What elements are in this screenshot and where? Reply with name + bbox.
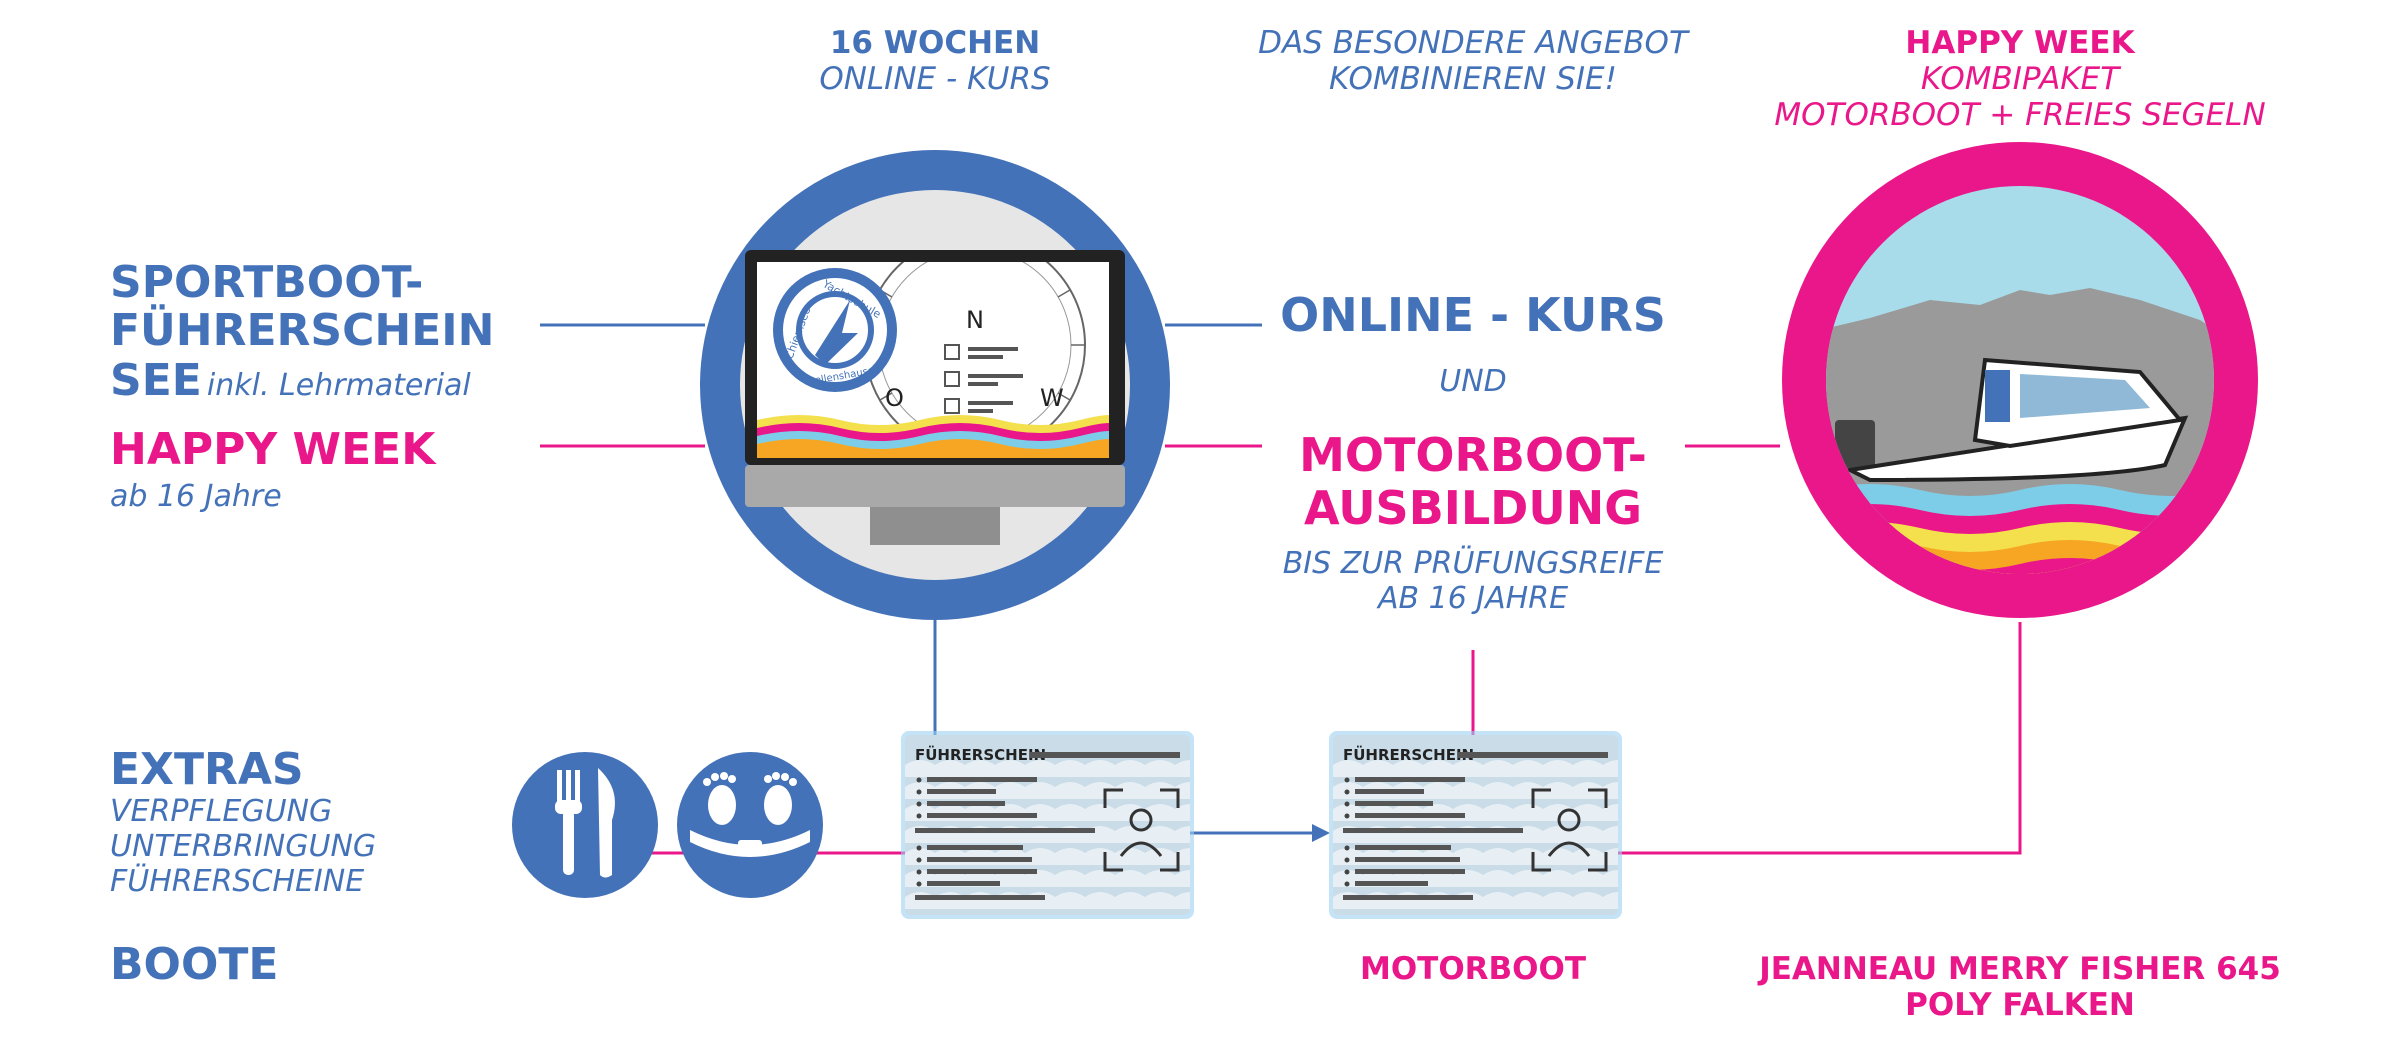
line-boat-down <box>1618 622 2022 855</box>
monitor-circle: N O W Chiemsee Yachtschule Gollenshausen <box>700 150 1170 620</box>
top-left-subtitle: ONLINE - KURS <box>819 61 1051 97</box>
extras-icons <box>512 752 823 898</box>
arrow-head <box>1312 824 1330 842</box>
center-sub2: AB 16 JAHRE <box>1377 581 1569 616</box>
sbf-suffix: inkl. Lehrmaterial <box>206 368 471 403</box>
license-title: FÜHRERSCHEIN <box>1343 745 1474 764</box>
bottom-motorboot: MOTORBOOT <box>1359 951 1587 987</box>
compass-letter-o: O <box>885 384 904 412</box>
compass-letter-n: N <box>966 306 984 334</box>
license-title: FÜHRERSCHEIN <box>915 745 1046 764</box>
bottom-boat1: JEANNEAU MERRY FISHER 645 <box>1759 951 2281 987</box>
top-right-line2: MOTORBOOT + FREIES SEGELN <box>1774 97 2266 133</box>
top-left-title: 16 WOCHEN <box>829 25 1041 61</box>
sbf-line2: FÜHRERSCHEIN <box>110 305 495 356</box>
fork-knife-icon <box>512 752 658 898</box>
yachtschule-logo: Chiemsee Yachtschule Gollenshausen <box>773 268 897 392</box>
bottom-boat2: POLY FALKEN <box>1905 987 2135 1023</box>
center-sub1: BIS ZUR PRÜFUNGSREIFE <box>1282 546 1664 581</box>
sbf-line3: SEE <box>110 355 202 406</box>
bed-feet-icon <box>677 752 823 898</box>
happy-week-title: HAPPY WEEK <box>110 424 436 475</box>
center-und: UND <box>1439 364 1507 399</box>
compass-letter-w: W <box>1040 384 1064 412</box>
top-middle-line1: DAS BESONDERE ANGEBOT <box>1258 25 1688 61</box>
extras-item-2: UNTERBRINGUNG <box>110 829 377 864</box>
boote-title: BOOTE <box>110 939 279 990</box>
top-middle-line2: KOMBINIEREN SIE! <box>1329 61 1617 97</box>
checklist-icon <box>944 344 960 414</box>
sbf-line1: SPORTBOOT- <box>110 257 424 308</box>
license-card-2: FÜHRERSCHEIN <box>1329 731 1622 919</box>
boat-circle <box>1782 142 2258 618</box>
top-right-line1: KOMBIPAKET <box>1920 61 2120 97</box>
top-right-title: HAPPY WEEK <box>1905 25 2135 61</box>
license-card-1: FÜHRERSCHEIN <box>901 731 1194 919</box>
happy-week-sub: ab 16 Jahre <box>110 479 282 514</box>
center-motor1: MOTORBOOT- <box>1299 428 1647 482</box>
extras-item-1: VERPFLEGUNG <box>110 794 333 829</box>
center-motor2: AUSBILDUNG <box>1304 481 1642 535</box>
sbf-line3-row: SEE inkl. Lehrmaterial <box>110 356 471 405</box>
extras-title: EXTRAS <box>110 744 304 795</box>
motorboat-icon <box>1835 357 2189 483</box>
extras-item-3: FÜHRERSCHEINE <box>110 864 365 899</box>
center-online: ONLINE - KURS <box>1280 288 1666 342</box>
